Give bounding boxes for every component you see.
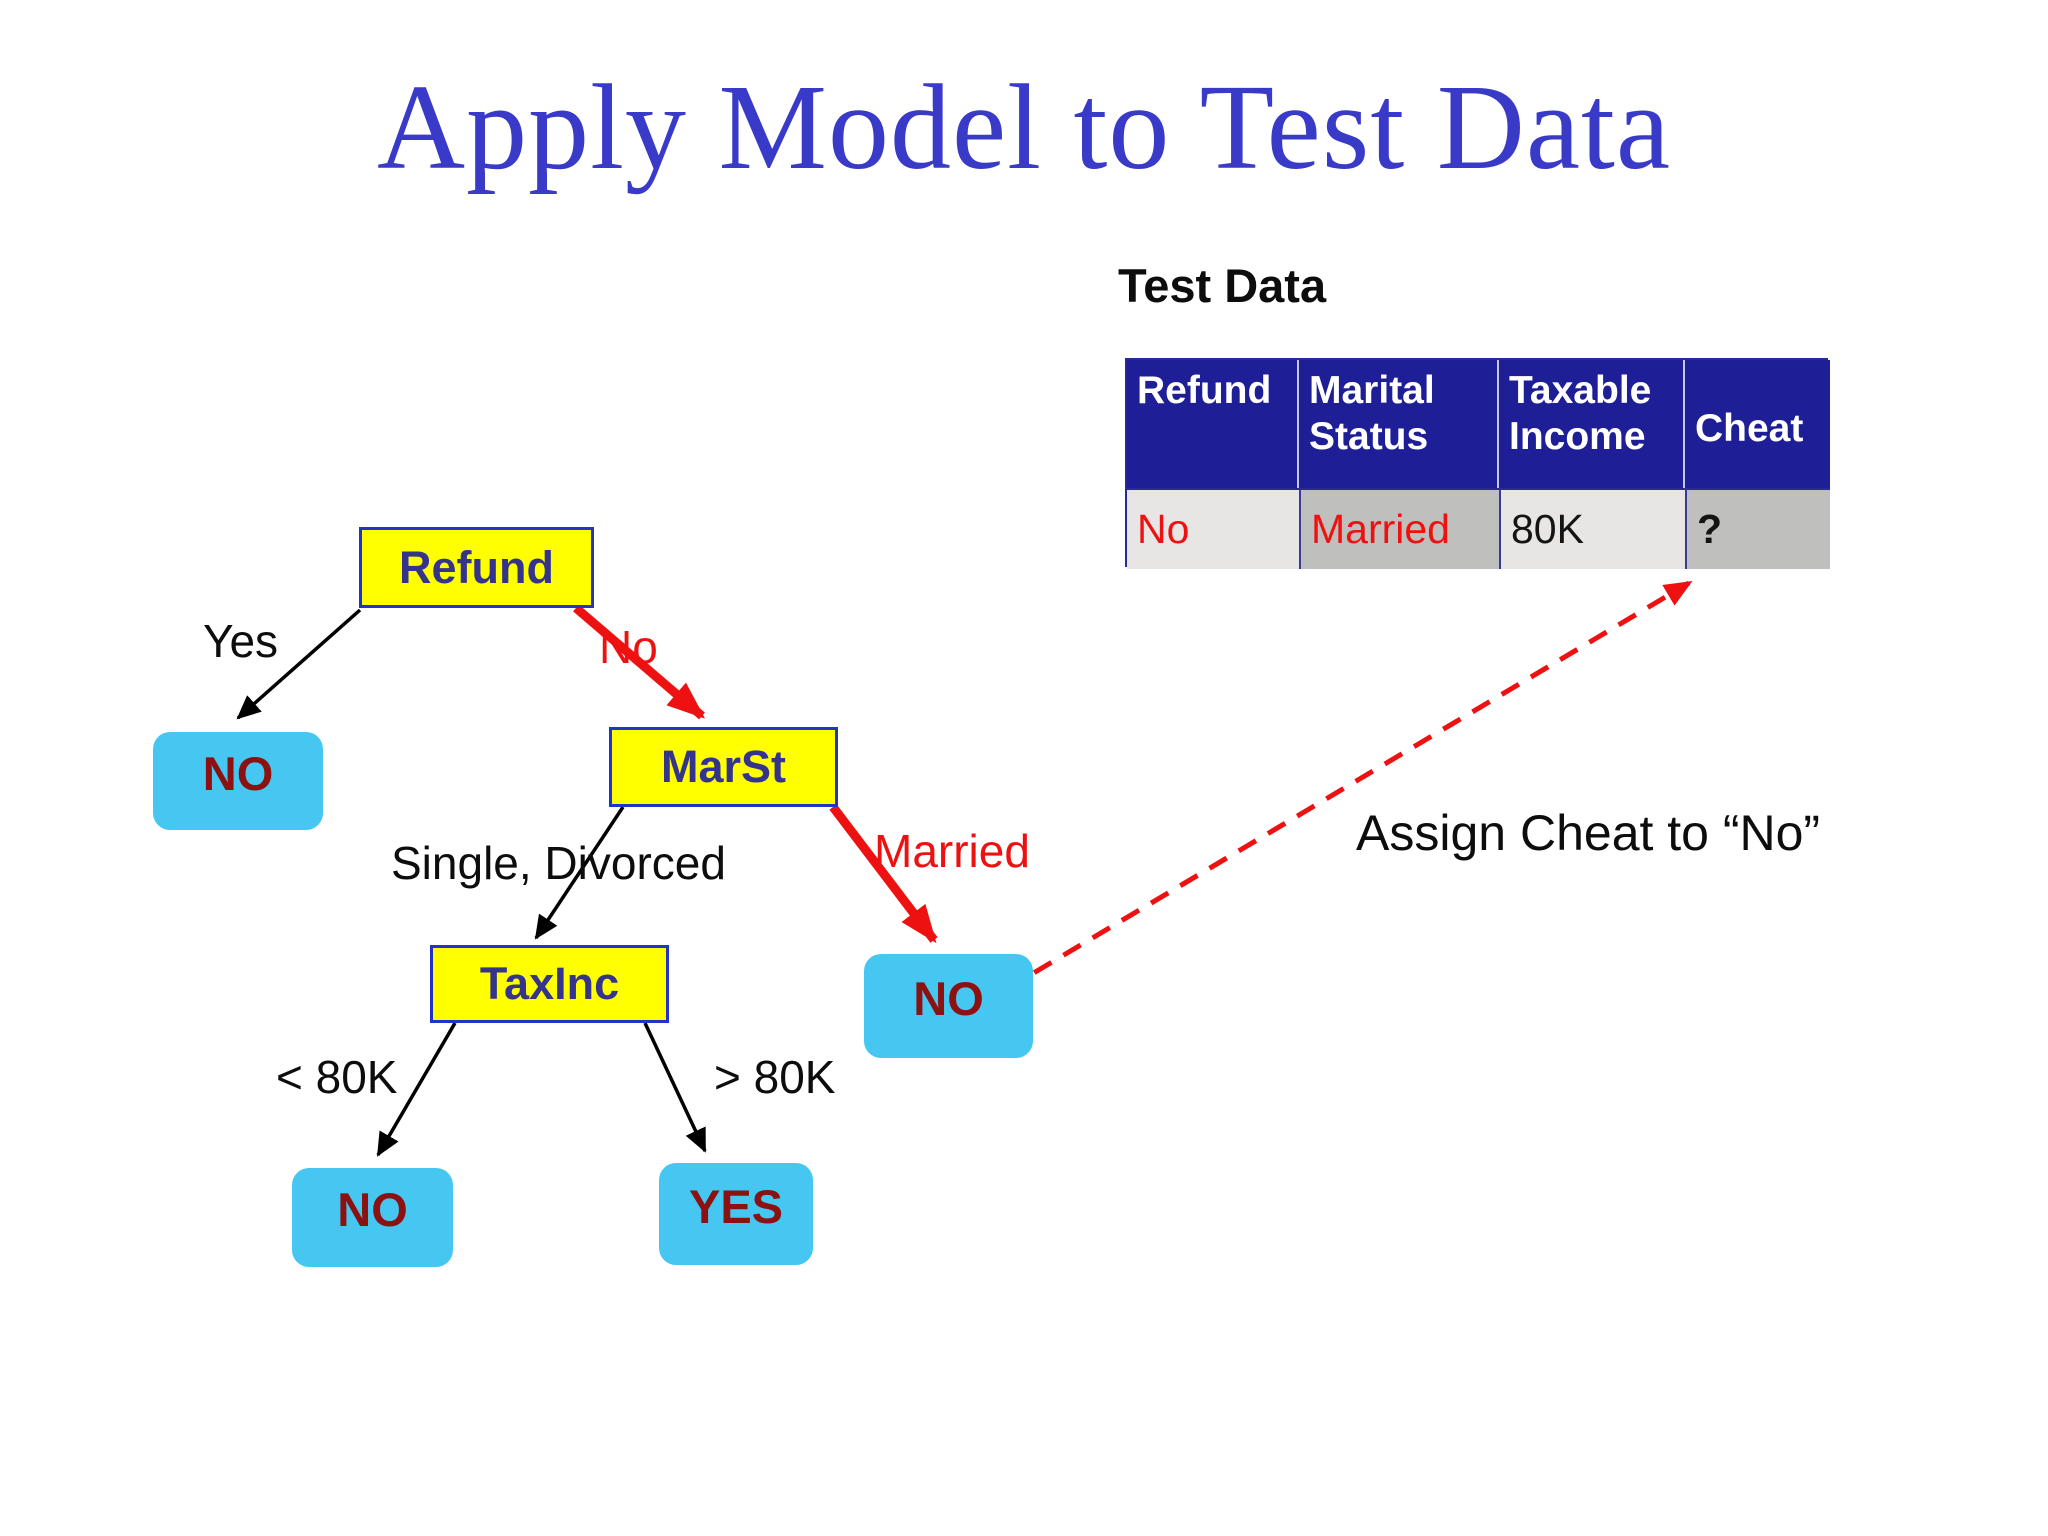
edge-taxinc-gt80k-arrow [643,1022,707,1153]
leaf-no-income-lt-80k: NO [292,1168,453,1267]
tree-node-refund: Refund [359,527,594,608]
edge-label-single-divorced: Single, Divorced [391,837,726,889]
table-header-refund: Refund [1127,360,1299,488]
leaf-no-refund-yes: NO [153,732,323,830]
edge-label-lt-80k: < 80K [276,1051,398,1103]
table-header-marital-status: Marital Status [1299,360,1499,488]
leaf-no-married: NO [864,954,1033,1058]
table-cell-cheat: ? [1685,488,1830,569]
edge-label-married: Married [874,825,1030,877]
assign-cheat-annotation: Assign Cheat to “No” [1356,805,1821,861]
leaf-yes-income-gt-80k: YES [659,1163,813,1265]
tree-node-marst: MarSt [609,727,838,807]
edge-label-gt-80k: > 80K [714,1051,836,1103]
page-title: Apply Model to Test Data [376,60,1672,195]
table-cell-marital-status: Married [1299,488,1499,569]
assign-cheat-dashed-arrow [1003,580,1693,993]
table-cell-refund: No [1127,488,1299,569]
test-data-heading: Test Data [1118,259,1327,312]
table-header-taxable-income: Taxable Income [1499,360,1685,488]
edge-label-no: No [599,621,658,673]
table-header-cheat: Cheat [1685,360,1830,488]
tree-node-taxinc: TaxInc [430,945,669,1023]
edge-label-yes: Yes [203,615,279,667]
test-data-table: Refund Marital Status Taxable Income Che… [1125,358,1830,569]
table-cell-taxable-income: 80K [1499,488,1685,569]
